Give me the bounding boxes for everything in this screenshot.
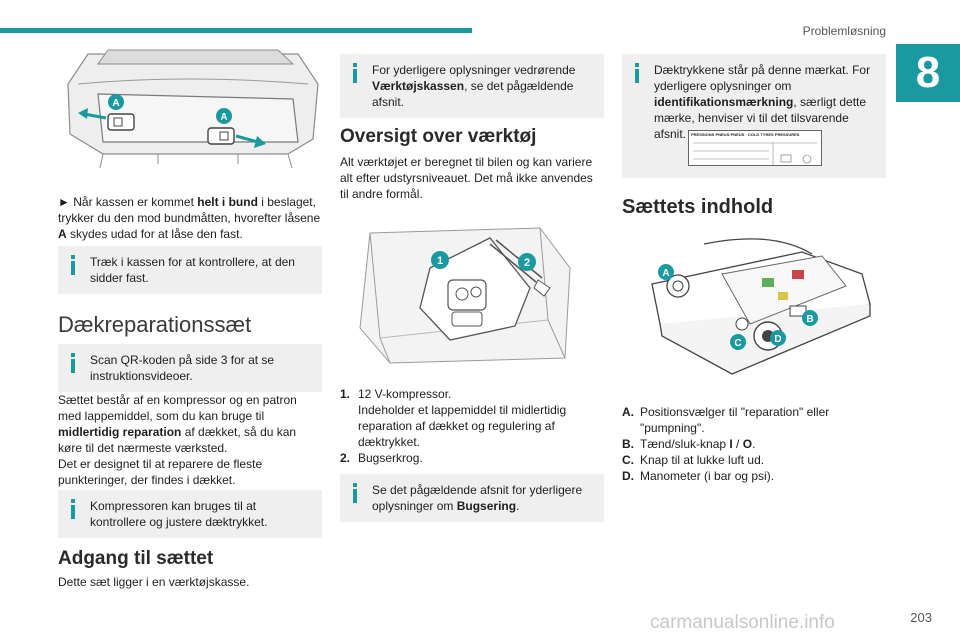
list-item-bold: O — [742, 437, 753, 451]
info-icon — [66, 499, 80, 521]
info-note-3: Kompressoren kan bruges til at kontrolle… — [58, 490, 322, 538]
toolbox-lock-figure: A A — [58, 44, 322, 178]
list-item-text: 12 V-kompressor. — [358, 387, 452, 401]
header-title: Problemløsning — [802, 24, 886, 38]
kit-description-bold: midlertidig reparation — [58, 425, 182, 439]
page-number: 203 — [910, 610, 932, 625]
step-text-part: skydes udad for at låse den fast. — [66, 227, 243, 241]
list-item-text: Knap til at lukke luft ud. — [640, 453, 765, 467]
list-item-number: B. — [622, 437, 634, 451]
list-item-number: C. — [622, 453, 634, 467]
tools-description: Alt værktøjet er beregnet til bilen og k… — [340, 155, 593, 201]
step-bold-1: helt i bund — [197, 195, 258, 209]
step-text: ► Når kassen er kommet helt i bund i bes… — [58, 194, 322, 242]
list-item-text: / — [732, 437, 743, 451]
figure-label-2: 2 — [524, 257, 530, 269]
list-item-subtext: Indeholder et lappemiddel til midlertidi… — [358, 403, 567, 449]
list-item: 2. Bugserkrog. — [340, 450, 604, 466]
info-note-5-part: Se det pågældende afsnit for yderligere … — [372, 483, 583, 513]
list-item: B. Tænd/sluk-knap I / O. — [622, 436, 886, 452]
list-item-number: 2. — [340, 451, 351, 465]
header-accent-bar — [0, 28, 472, 33]
info-note-4-bold: Værktøjskassen — [372, 79, 465, 93]
kit-description: Sættet består af en kompressor og en pat… — [58, 392, 322, 488]
list-item-bold: I — [729, 437, 733, 451]
kit-description-2: Det er designet til at reparere de flest… — [58, 457, 263, 487]
chapter-badge: 8 — [896, 44, 960, 102]
subsection-text: Dette sæt ligger i en værktøjskasse. — [58, 575, 250, 589]
list-item-number: D. — [622, 469, 634, 483]
list-item-text: . — [752, 437, 756, 451]
info-icon — [348, 483, 362, 505]
info-note-4-part: , se det pågældende afsnit. — [372, 79, 574, 109]
kit-contents-title: Sættets indhold — [622, 196, 774, 218]
info-note-5-part: . — [516, 499, 520, 513]
subsection-title: Adgang til sættet — [58, 548, 214, 569]
tyre-pressure-label-header: PRESSIONS PNEUS·PNEUS · COLD TYRES PRESS… — [691, 132, 800, 137]
figure-label-a1: A — [112, 98, 119, 109]
list-item-text: Positionsvælger til "reparation" eller "… — [640, 405, 830, 435]
step-text-part: Når kassen er kommet — [69, 195, 198, 209]
list-item-number: 1. — [340, 387, 351, 401]
info-note-6-bold: identifikationsmærkning — [654, 95, 794, 109]
kit-description-part: af dækket, så du kan køre til det nærmes… — [58, 425, 297, 455]
info-note-5-bold: Bugsering — [456, 499, 517, 513]
list-item: A. Positionsvælger til "reparation" elle… — [622, 404, 886, 436]
kit-description-part: Sættet består af en kompressor og en pat… — [58, 393, 297, 423]
info-icon — [66, 255, 80, 277]
info-note-6-part: , særligt dette mærke, henviser vi til d… — [654, 95, 867, 141]
step-arrow: ► — [58, 195, 70, 209]
list-item: 1. 12 V-kompressor. Indeholder et lappem… — [340, 386, 604, 450]
list-item-number: A. — [622, 405, 634, 419]
list-item-text: Bugserkrog. — [358, 451, 423, 465]
compressor-figure: A B C D — [622, 234, 886, 386]
info-note-6-part: Dæktrykkene står på denne mærkat. For yd… — [654, 63, 871, 93]
toolbox-figure: 1 2 — [340, 208, 604, 376]
info-note-1-text: Træk i kassen for at kontrollere, at den… — [90, 255, 295, 285]
info-note-6: Dæktrykkene står på denne mærkat. For yd… — [622, 54, 886, 178]
list-item: D. Manometer (i bar og psi). — [622, 468, 886, 484]
info-note-2-text: Scan QR-koden på side 3 for at se instru… — [90, 353, 275, 383]
tools-title: Oversigt over værktøj — [340, 126, 537, 147]
kit-contents-list: A. Positionsvælger til "reparation" elle… — [622, 404, 886, 484]
info-note-3-text: Kompressoren kan bruges til at kontrolle… — [90, 499, 268, 529]
figure-label-1: 1 — [437, 255, 443, 267]
list-item-text: Manometer (i bar og psi). — [640, 469, 775, 483]
step-text-part: i beslaget, trykker du den mod bundmåtte… — [58, 195, 321, 225]
figure-label-c: C — [734, 338, 741, 349]
list-item: C. Knap til at lukke luft ud. — [622, 452, 886, 468]
info-note-5: Se det pågældende afsnit for yderligere … — [340, 474, 604, 522]
figure-label-a: A — [662, 268, 669, 279]
watermark: carmanualsonline.info — [650, 612, 835, 633]
figure-label-a2: A — [220, 112, 227, 123]
figure-label-d: D — [774, 334, 781, 345]
tyre-pressure-label-image: PRESSIONS PNEUS·PNEUS · COLD TYRES PRESS… — [688, 130, 822, 166]
section-title: Dækreparationssæt — [58, 312, 252, 337]
list-item-text: Tænd/sluk-knap — [640, 437, 730, 451]
info-icon — [630, 63, 644, 85]
info-note-2: Scan QR-koden på side 3 for at se instru… — [58, 344, 322, 392]
step-bold-2: A — [58, 227, 67, 241]
info-icon — [348, 63, 362, 85]
figure-label-b: B — [806, 314, 813, 325]
info-icon — [66, 353, 80, 375]
info-note-4: For yderligere oplysninger vedrørende Væ… — [340, 54, 604, 118]
info-note-1: Træk i kassen for at kontrollere, at den… — [58, 246, 322, 294]
tools-list: 1. 12 V-kompressor. Indeholder et lappem… — [340, 386, 604, 466]
info-note-4-part: For yderligere oplysninger vedrørende — [372, 63, 576, 77]
